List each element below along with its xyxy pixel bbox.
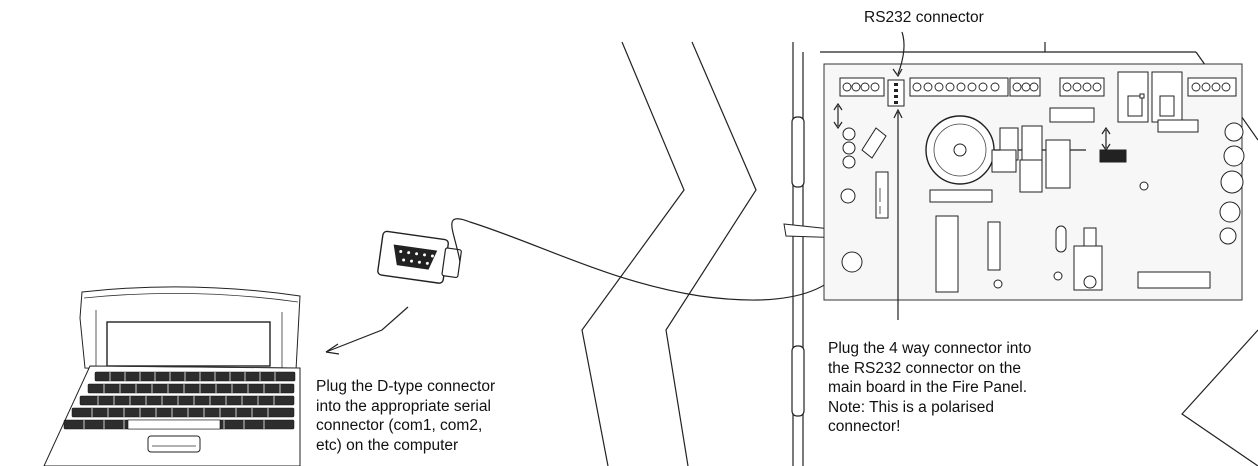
computer-instruction: Plug the D-type connector into the appro…	[316, 378, 496, 454]
keyboard	[63, 371, 296, 430]
pointer-arrow-computer	[325, 306, 409, 355]
rs232-connector-label: RS232 connector	[864, 9, 984, 26]
rs232-header	[887, 79, 905, 107]
fire-panel-instruction: Plug the 4 way connector into the RS232 …	[828, 340, 1032, 435]
d-type-connector-icon	[377, 230, 462, 284]
circuit-board	[823, 63, 1245, 301]
pointer-arrow-rs232	[892, 31, 905, 320]
polarity-arrows	[833, 102, 1111, 152]
laptop-icon	[43, 286, 301, 466]
